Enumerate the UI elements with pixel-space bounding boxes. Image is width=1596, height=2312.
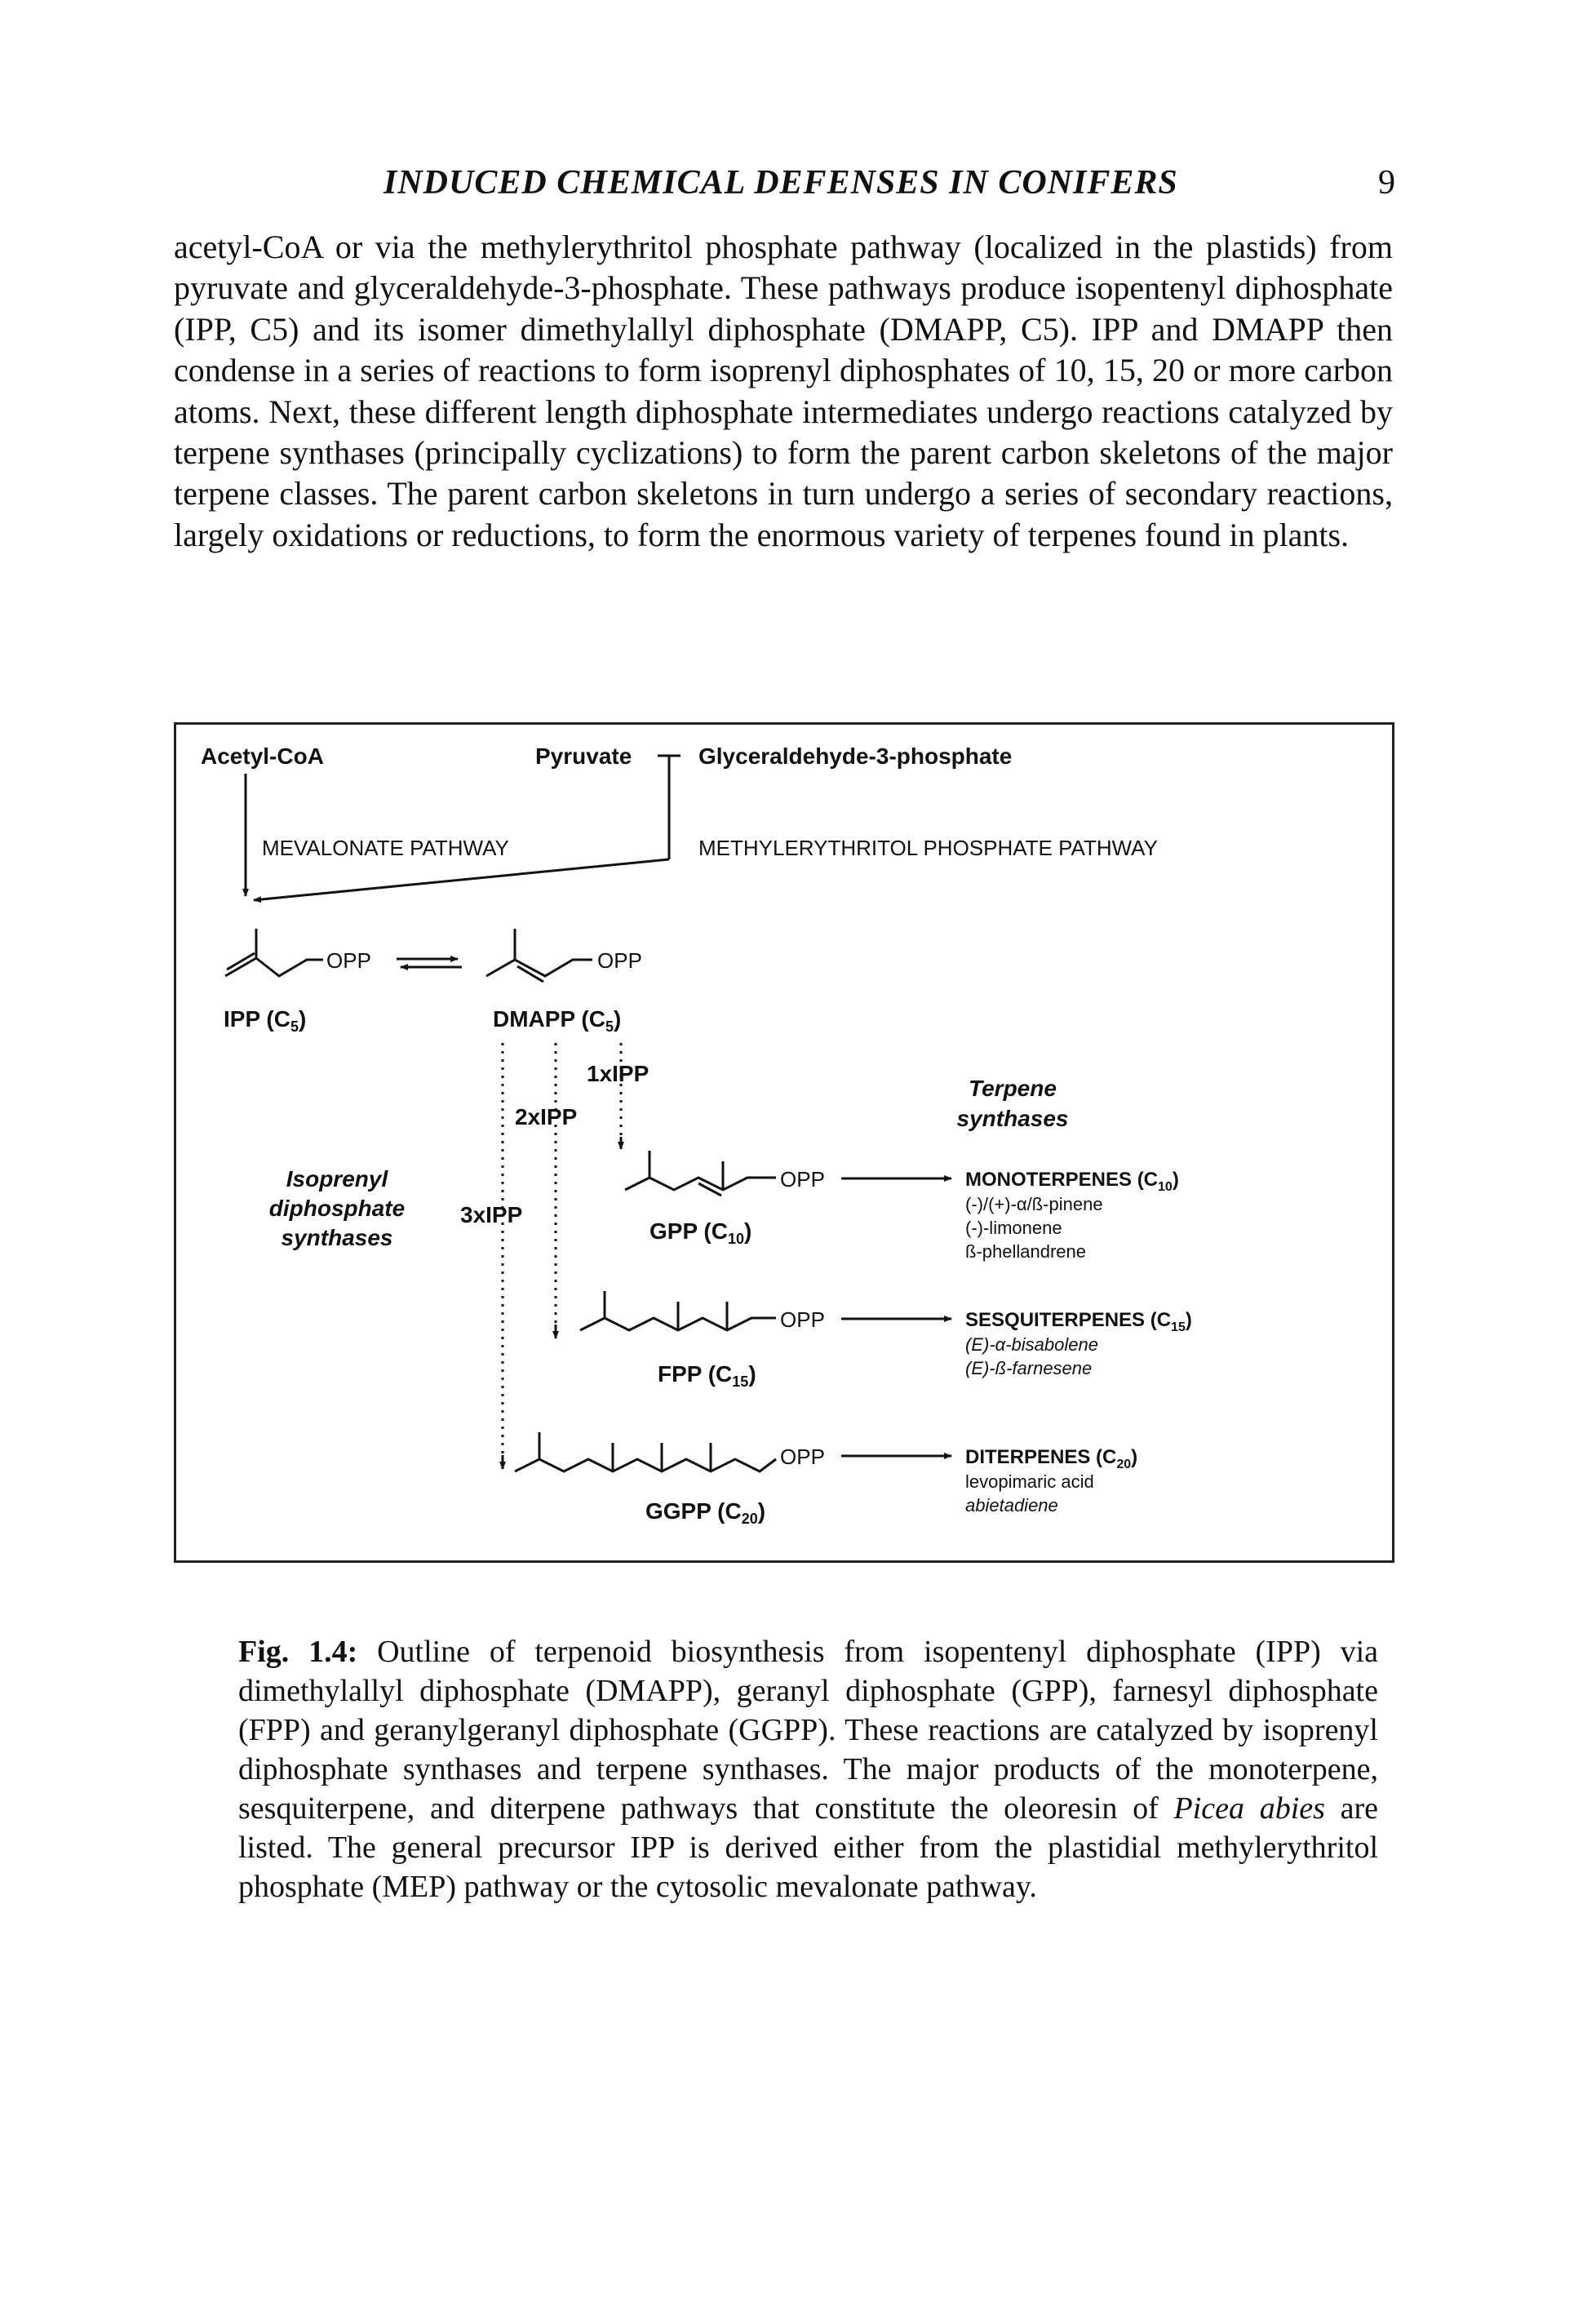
gpp-opp-label: OPP [780, 1167, 825, 1192]
pathway-figure: Acetyl-CoA Pyruvate Glyceraldehyde-3-pho… [174, 722, 1394, 1563]
ipp-structure [224, 929, 323, 978]
ipp-opp-label: OPP [326, 948, 371, 973]
isoprenyl-synthases-line-3: synthases [282, 1225, 393, 1250]
terpene-synthases-line-1: Terpene [969, 1076, 1057, 1101]
ggpp-label: GGPP (C20) [645, 1498, 765, 1527]
caption-text-end: are listed. The general precursor IPP is… [238, 1791, 1378, 1904]
caption-species: Picea abies [1173, 1791, 1325, 1826]
running-title: INDUCED CHEMICAL DEFENSES IN CONIFERS [383, 164, 1178, 202]
sesquiterpene-product: (E)-α-bisabolene [965, 1334, 1098, 1355]
page-number: 9 [1378, 164, 1395, 202]
dmapp-opp-label: OPP [597, 948, 642, 973]
sesquiterpene-product: (E)-ß-farnesene [965, 1358, 1092, 1378]
monoterpene-product: ß-phellandrene [965, 1241, 1086, 1262]
2xipp-label: 2xIPP [515, 1104, 577, 1129]
fpp-label: FPP (C15) [658, 1361, 756, 1390]
caption-label: Fig. 1.4: [238, 1635, 358, 1669]
diterpene-product: abietadiene [965, 1495, 1058, 1515]
monoterpene-product: (-)-limonene [965, 1218, 1062, 1238]
ipp-label: IPP (C5) [224, 1006, 306, 1035]
gpp-structure [624, 1151, 776, 1197]
isoprenyl-synthases-line-1: Isoprenyl [286, 1166, 389, 1192]
diterpene-product: levopimaric acid [965, 1471, 1094, 1492]
fpp-structure [579, 1291, 776, 1332]
g3p-label: Glyceraldehyde-3-phosphate [698, 743, 1012, 769]
monoterpene-product: (-)/(+)-α/ß-pinene [965, 1194, 1103, 1214]
fpp-opp-label: OPP [780, 1307, 825, 1332]
3xipp-label: 3xIPP [460, 1202, 522, 1227]
pathway-diagram: Acetyl-CoA Pyruvate Glyceraldehyde-3-pho… [201, 743, 1192, 1527]
caption-text: Outline of terpenoid biosynthesis from i… [238, 1635, 1378, 1826]
mep-pathway-label: METHYLERYTHRITOL PHOSPHATE PATHWAY [698, 836, 1158, 860]
dmapp-label: DMAPP (C5) [493, 1006, 621, 1035]
gpp-label: GPP (C10) [649, 1218, 751, 1247]
figure-caption: Fig. 1.4: Outline of terpenoid biosynthe… [238, 1632, 1378, 1906]
mep-to-ipp-arrow [253, 858, 670, 903]
ggpp-opp-label: OPP [780, 1444, 825, 1469]
monoterpenes-title: MONOTERPENES (C10) [965, 1169, 1179, 1194]
body-paragraph: acetyl-CoA or via the methylerythritol p… [174, 229, 1393, 553]
running-header: INDUCED CHEMICAL DEFENSES IN CONIFERS 9 [163, 163, 1395, 212]
ggpp-structure [514, 1432, 777, 1473]
isoprenyl-synthases-line-2: diphosphate [269, 1196, 405, 1221]
sesquiterpenes-title: SESQUITERPENES (C15) [965, 1309, 1192, 1334]
mevalonate-pathway-label: MEVALONATE PATHWAY [262, 836, 509, 860]
1xipp-label: 1xIPP [587, 1061, 649, 1086]
dmapp-structure [485, 929, 592, 983]
terpene-synthases-line-2: synthases [957, 1106, 1069, 1131]
acetyl-coa-label: Acetyl-CoA [201, 743, 324, 769]
diterpenes-title: DITERPENES (C20) [965, 1446, 1137, 1471]
pyruvate-label: Pyruvate [535, 743, 632, 769]
